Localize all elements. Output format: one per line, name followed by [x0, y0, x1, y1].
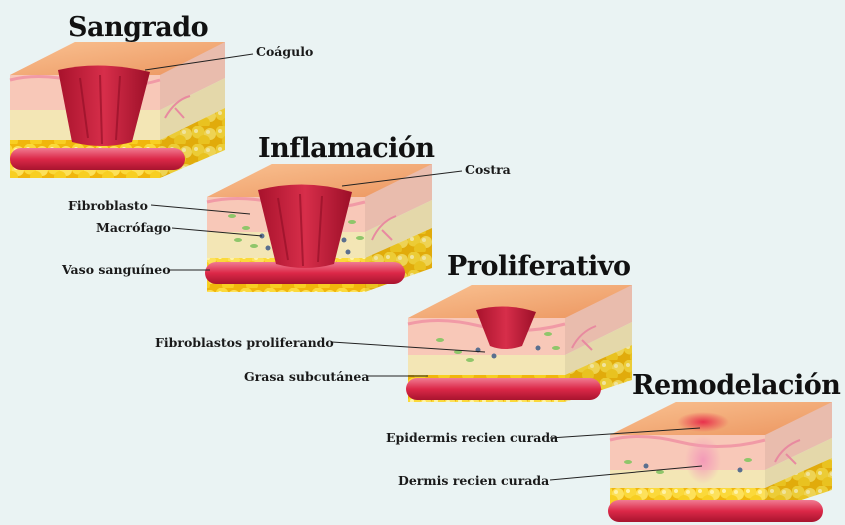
- label-vaso-sanguineo: Vaso sanguíneo: [62, 262, 171, 277]
- stage-title-inflamacion: Inflamación: [258, 133, 435, 164]
- stage-title-proliferativo: Proliferativo: [447, 251, 631, 282]
- label-macrofago: Macrófago: [96, 220, 171, 235]
- skin-block-sangrado: [10, 42, 225, 178]
- label-coagulo: Coágulo: [256, 44, 313, 59]
- skin-block-proliferativo: [406, 285, 632, 402]
- stage-title-remodelacion: Remodelación: [632, 370, 840, 401]
- label-dermis-recien-curada: Dermis recien curada: [398, 473, 549, 488]
- skin-block-remodelacion: [608, 402, 832, 522]
- stage-title-sangrado: Sangrado: [68, 12, 208, 43]
- skin-block-inflamacion: [205, 164, 432, 292]
- label-epidermis-recien-curada: Epidermis recien curada: [386, 430, 558, 445]
- healed-dermis-spot: [685, 436, 721, 484]
- label-costra: Costra: [465, 162, 511, 177]
- label-grasa-subcutanea: Grasa subcutánea: [244, 369, 369, 384]
- label-fibroblastos-proliferando: Fibroblastos proliferando: [155, 335, 334, 350]
- label-fibroblasto: Fibroblasto: [68, 198, 148, 213]
